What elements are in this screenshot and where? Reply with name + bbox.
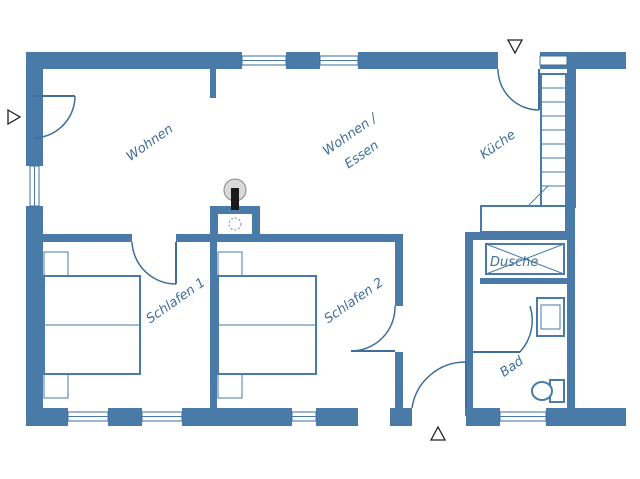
interior-walls (43, 66, 576, 416)
stove-icon (223, 178, 247, 231)
doors (26, 68, 540, 409)
shower-icon (485, 243, 565, 275)
outer-walls (26, 52, 626, 426)
entrance-arrow-icon (429, 425, 447, 441)
sink-icon (536, 297, 565, 337)
room-label-wohnen: Wohnen (124, 122, 176, 165)
bed-schlafen-2 (217, 251, 317, 399)
room-label-dusche: Dusche (490, 255, 538, 270)
bed-schlafen-1 (43, 251, 141, 399)
kitchen-counter (480, 73, 567, 233)
room-label-kueche: Küche (477, 128, 518, 163)
room-label-bad: Bad (497, 353, 527, 380)
windows (29, 55, 568, 422)
entrance-arrow-icon (7, 108, 22, 126)
toilet-icon (531, 379, 565, 403)
entrance-arrow-icon (506, 39, 524, 55)
room-label-schlafen-2: Schlafen 2 (322, 275, 387, 327)
